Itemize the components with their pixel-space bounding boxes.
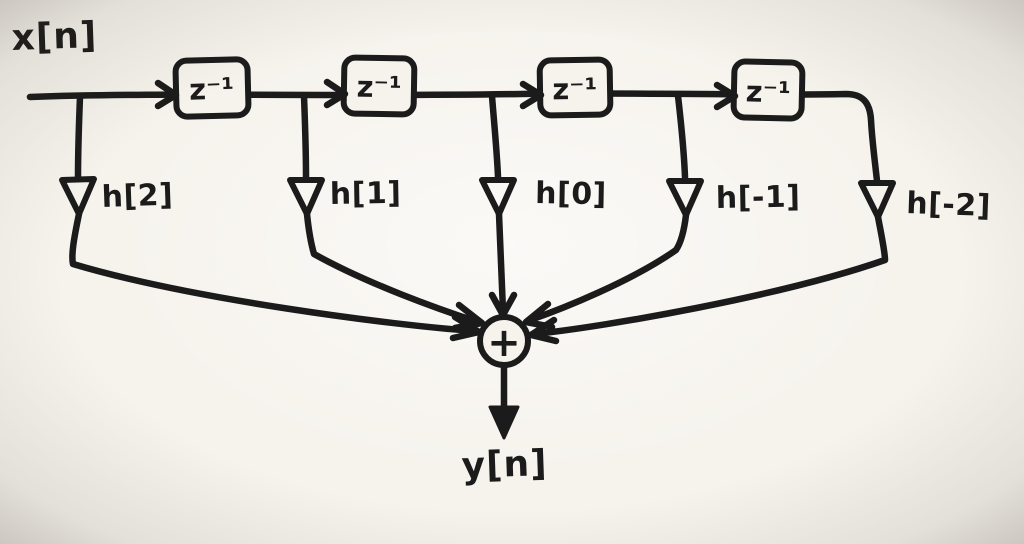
output-label: y[n] [461, 443, 548, 487]
gain-triangle-icon-1 [59, 176, 97, 217]
gain-triangle-icon-3 [479, 177, 517, 217]
output-arrowhead-icon [488, 405, 520, 440]
delay-block-3 [536, 56, 614, 119]
delay-label-1: z⁻¹ [189, 71, 235, 107]
arrowhead-icon [154, 79, 180, 110]
input-label: x[n] [11, 15, 98, 59]
tap-label-2: h[1] [330, 176, 402, 212]
arrowhead-icon [519, 80, 545, 110]
sum-input-line-4 [526, 211, 690, 324]
delay-block-2 [340, 54, 418, 118]
delay-label-2: z⁻¹ [356, 70, 401, 105]
delay-label-4: z⁻¹ [745, 74, 791, 109]
tap-line-3 [488, 92, 502, 181]
delay-block-4 [730, 58, 806, 122]
sum-input-line-5 [530, 213, 889, 338]
tap-label-1: h[2] [101, 178, 174, 215]
arrowhead-icon [323, 78, 349, 109]
tap-label-4: h[-1] [716, 180, 801, 216]
arrowhead-icon [713, 81, 739, 111]
tap-line-2 [300, 92, 310, 181]
tap-line-1 [74, 93, 84, 181]
gain-triangle-icon-4 [666, 178, 704, 218]
tap-label-5: h[-2] [906, 186, 992, 224]
plus-symbol: + [487, 320, 521, 366]
gain-triangle-icon-5 [858, 180, 896, 220]
delay-label-3: z⁻¹ [552, 72, 597, 107]
gain-triangle-icon-2 [287, 177, 325, 217]
sum-input-line-3 [495, 210, 507, 315]
sum-input-line-2 [303, 210, 482, 326]
sum-input-line-1 [69, 210, 478, 335]
tap-label-3: h[0] [535, 176, 607, 212]
arrowhead-icon [527, 316, 560, 345]
delay-block-1 [172, 56, 252, 120]
arrowhead-icon [451, 301, 486, 332]
tap-line-4 [674, 92, 689, 181]
